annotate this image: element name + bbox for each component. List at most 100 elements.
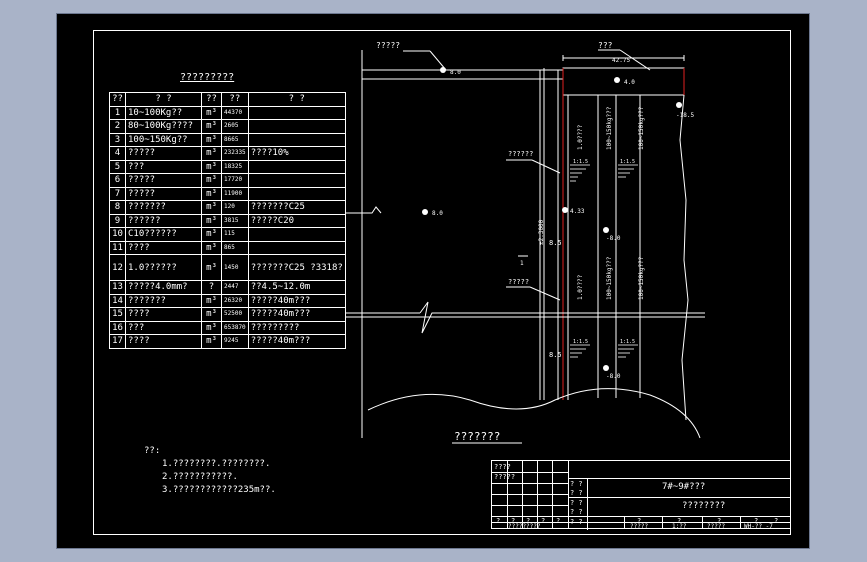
note-item: 2.???????????. [162,472,238,482]
table-cell: ??????? [125,200,202,215]
table-cell: 11900 [221,186,249,201]
notes-block: ??: 1.????????.????????. 2.???????????. … [144,445,276,497]
table-cell: 115 [221,227,249,242]
table-cell: 18325 [221,159,249,174]
table-cell: 7 [109,186,126,201]
table-cell: 10~100Kg?? [125,105,202,120]
table-cell: 10 [109,227,126,242]
tb-cell: ? [556,517,561,525]
table-cell: ?????40m??? [247,293,346,308]
tb-cell: ????? [494,473,516,481]
table-cell: 120 [221,200,249,215]
tb-cell: ? ? [570,508,583,516]
table-cell [247,119,346,134]
table-cell: ?????40m??? [247,307,346,322]
table-cell: m³ [201,105,222,120]
tb-scale-label: ????? [630,523,649,530]
table-cell: 44370 [221,105,249,120]
table-cell: ????? [125,146,202,161]
table-cell: 14 [109,293,126,308]
table-row: 13?????4.0mm??2447??4.5~12.0m [109,280,346,295]
table-cell: m³ [201,159,222,174]
tb-cell: ? [677,517,682,525]
tb-cell: ? [774,517,779,525]
table-cell: 1 [109,105,126,120]
header-cell: ?? [221,92,249,107]
table-cell: 9245 [221,334,249,349]
table-cell: ???? [125,240,202,255]
table-cell: 11 [109,240,126,255]
table-cell [247,132,346,147]
table-cell: 26320 [221,293,249,308]
notes-title: ??: [144,446,161,456]
table-cell: ???? [125,334,202,349]
table-cell: ?????4.0mm? [125,280,202,295]
table-cell: 17 [109,334,126,349]
tb-name-line: 7#~9#??? [662,482,706,492]
table-cell: 17720 [221,173,249,188]
note-item: 3.????????????235m??. [162,485,276,495]
table-cell [247,105,346,120]
tb-cell: ???? [494,463,511,471]
table-cell: C10?????? [125,227,202,242]
table-cell: 2605 [221,119,249,134]
table-cell: 13 [109,280,126,295]
table-cell: 8 [109,200,126,215]
table-cell: ??? [125,159,202,174]
table-cell: 3 [109,132,126,147]
tb-cell: ? ? [570,489,583,497]
tb-subname: ???????? [682,501,726,511]
table-cell: 100~150Kg?? [125,132,202,147]
tb-dwg-label: WH-?? -7 [744,523,773,530]
table-cell: 52500 [221,307,249,322]
table-cell: m³ [201,173,222,188]
table-cell: m³ [201,307,222,322]
table-cell: 653870 [221,320,249,335]
table-cell: 1.0?????? [125,254,202,281]
table-cell: m³ [201,227,222,242]
table-cell: 1450 [221,254,249,281]
table-cell: 2 [109,119,126,134]
table-cell: 3815 [221,213,249,228]
table-cell: 865 [221,240,249,255]
table-cell: ????? [125,186,202,201]
table-cell: m³ [201,240,222,255]
tb-bottom-left: ????????? [508,523,541,530]
drawing-border [93,30,791,535]
table-cell: ?????? [125,213,202,228]
table-cell: ? [201,280,222,295]
table-cell [247,159,346,174]
table-cell: 232335 [221,146,249,161]
table-cell [247,173,346,188]
tb-cell: ? [754,517,759,525]
tb-sheet-label: ????? [707,523,726,530]
table-cell: ????? [125,173,202,188]
table-cell: 12 [109,254,126,281]
tb-cell: ? [526,517,531,525]
tb-cell: ? ? [570,480,583,488]
tb-scale-value: 1:?? [672,523,687,530]
tb-cell: ? [496,517,501,525]
header-cell: ?? [109,92,126,107]
header-cell: ?? [201,92,222,107]
header-cell: ? ? [125,92,202,107]
table-cell [247,227,346,242]
table-cell: 8665 [221,132,249,147]
table-cell: 5 [109,159,126,174]
tb-cell: ? [637,517,642,525]
table-cell: 16 [109,320,126,335]
table-cell: ??????? [125,293,202,308]
table-cell: ???????C25 [247,200,346,215]
